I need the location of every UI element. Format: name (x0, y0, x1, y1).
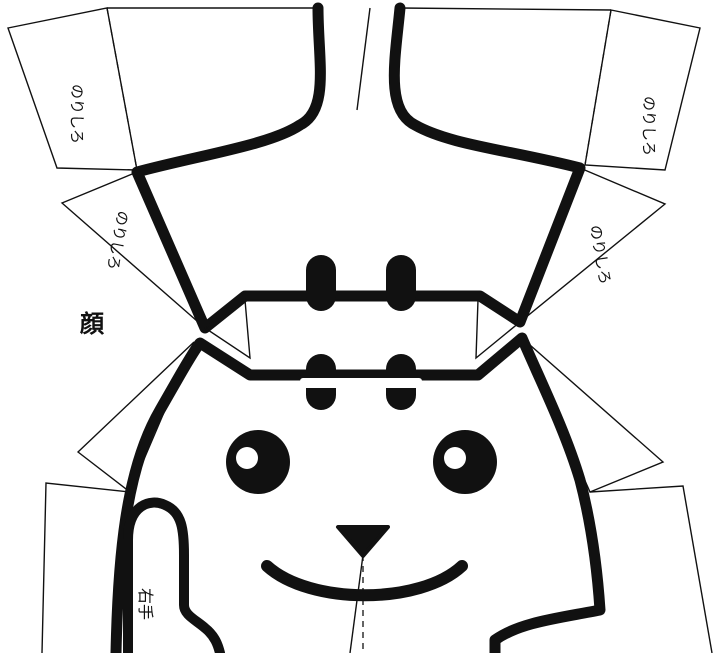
left-eye-highlight (236, 447, 258, 469)
glue-tab-label-mid-right: のりしろ (586, 224, 614, 286)
upper-stripes (306, 255, 416, 311)
upper-body-outline (131, 2, 586, 334)
glue-tab-label-top-left: のりしろ (68, 84, 86, 144)
eyes (226, 430, 497, 494)
mouth-to-bottom-line (349, 554, 364, 653)
right-paw-outline (123, 497, 225, 653)
upper-stripe-left (306, 255, 336, 311)
part-name-label: 顔 (79, 310, 105, 338)
neck-strip (203, 298, 522, 360)
fold-line-right (584, 9, 612, 166)
glue-tab-label-top-right: のりしろ (640, 96, 658, 156)
right-eye-highlight (444, 447, 466, 469)
glue-flap-bottom-right (589, 485, 713, 653)
neck-strip-left-tab (203, 298, 251, 360)
center-fold-line (356, 7, 371, 111)
fold-lines (106, 7, 612, 653)
top-edge-line-right (399, 7, 612, 11)
face-stripe-bar (300, 378, 422, 388)
fold-line-left (106, 7, 138, 171)
mouth (261, 560, 468, 602)
glue-tab-label-mid-left: のりしろ (104, 209, 132, 271)
left-eye (226, 430, 290, 494)
neck-strip-right-tab (475, 298, 522, 360)
face-stripes (300, 354, 422, 410)
glue-flap-mid-left (60, 171, 206, 329)
nose (336, 525, 390, 558)
right-hand-label: 右手 (136, 588, 155, 620)
face-outline (110, 332, 606, 653)
glue-flap-bottom-left (41, 482, 131, 653)
upper-stripe-right (386, 255, 416, 311)
glue-flap-face-right (521, 337, 665, 493)
